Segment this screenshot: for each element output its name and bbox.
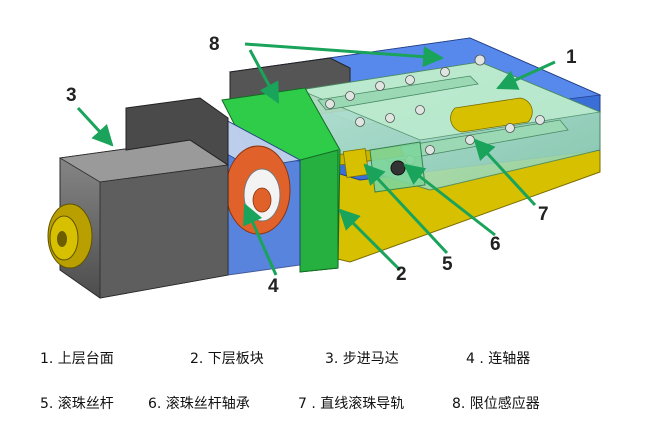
arrow-1 — [496, 60, 556, 90]
legend-item-3: 3. 步进马达 — [325, 351, 399, 367]
arrow-7 — [473, 138, 537, 207]
leader-arrows — [76, 42, 556, 276]
legend-item-6: 6. 滚珠丝杆轴承 — [148, 396, 250, 412]
arrow-3 — [76, 106, 114, 147]
coupler — [225, 145, 291, 235]
legend-item-5: 5. 滚珠丝杆 — [40, 396, 114, 412]
callout-5: 5 — [442, 254, 453, 275]
callout-6: 6 — [490, 234, 501, 255]
parts-legend: 1. 上层台面 2. 下层板块 3. 步进马达 4 . 连轴器 5. 滚珠丝杆 … — [0, 340, 650, 435]
arrow-6 — [403, 163, 496, 237]
linear-stage-diagram — [47, 37, 602, 299]
table-screws — [325, 54, 545, 165]
callout-8: 8 — [209, 34, 220, 55]
callout-3: 3 — [66, 85, 77, 106]
legend-item-4: 4 . 连轴器 — [466, 351, 531, 367]
brass-knob — [47, 203, 93, 269]
legend-item-1: 1. 上层台面 — [40, 351, 114, 367]
callout-1: 1 — [566, 47, 577, 68]
arrow-8a — [248, 49, 280, 104]
stepper-motor — [58, 97, 230, 299]
callout-2: 2 — [396, 264, 407, 285]
arrow-5 — [363, 163, 449, 255]
legend-item-7: 7 . 直线滚珠导轨 — [298, 396, 405, 412]
callout-7: 7 — [538, 204, 549, 225]
arrow-4 — [243, 203, 278, 276]
legend-item-8: 8. 限位感应器 — [452, 396, 540, 412]
ball-screw-bearing — [369, 141, 426, 193]
legend-item-2: 2. 下层板块 — [190, 351, 264, 367]
callout-4: 4 — [268, 276, 279, 297]
arrow-8b — [244, 42, 445, 68]
arrow-2 — [338, 208, 402, 272]
